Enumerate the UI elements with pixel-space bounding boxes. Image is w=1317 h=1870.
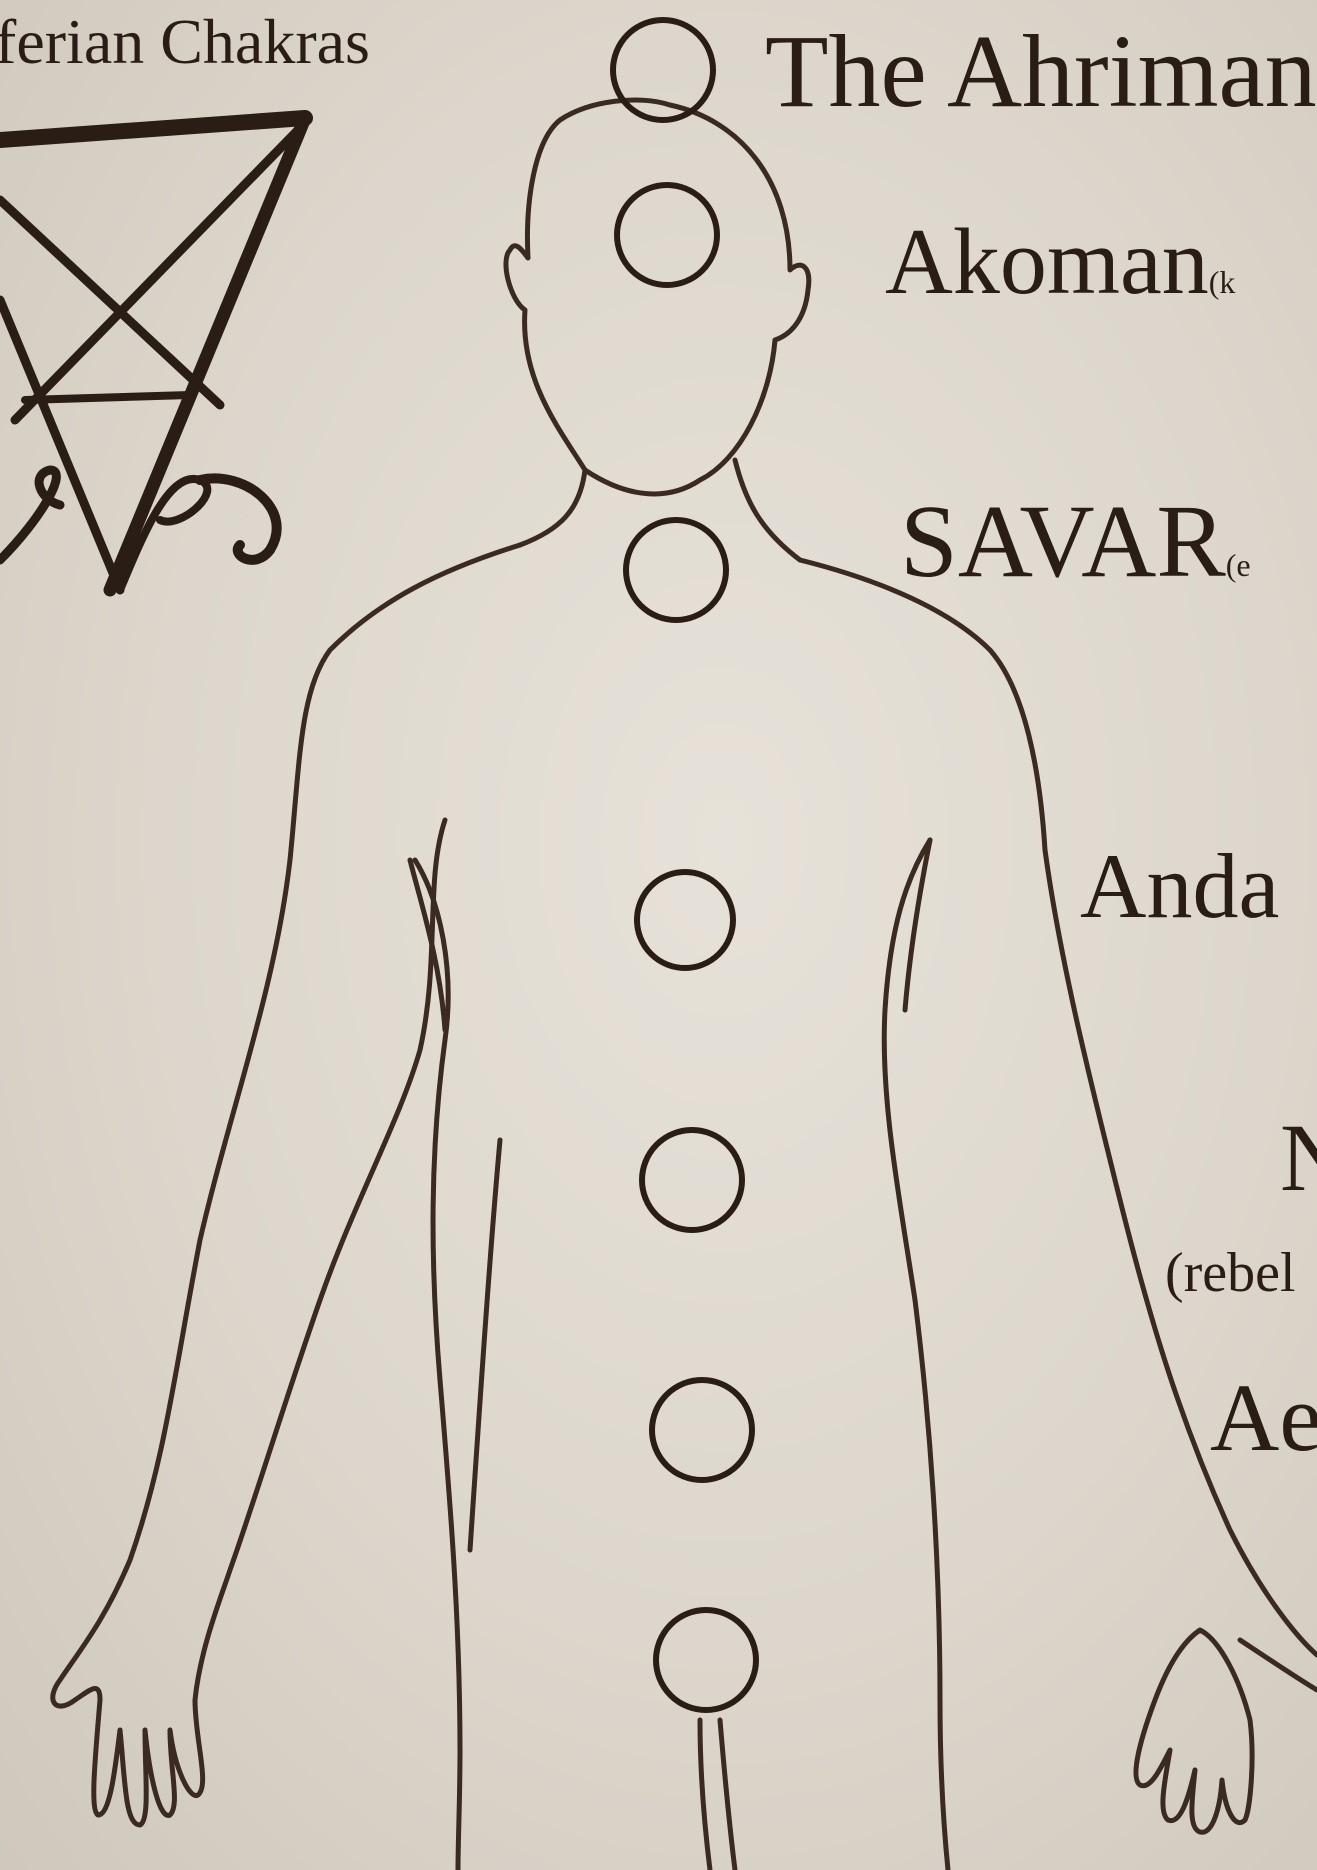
- left-header-title: ferian Chakras: [0, 10, 370, 74]
- chakra-root: [656, 1610, 756, 1710]
- label-savar-text: SAVAR: [900, 484, 1226, 599]
- label-savar-suffix: (e: [1226, 547, 1251, 583]
- chakra-solar: [642, 1130, 742, 1230]
- label-savar: SAVAR(e: [900, 490, 1251, 594]
- head-outline: [506, 100, 809, 494]
- chakra-sacral: [652, 1380, 752, 1480]
- label-akoman: Akoman(k: [885, 215, 1235, 309]
- chakra-throat: [626, 520, 726, 620]
- label-anda: Anda: [1080, 840, 1279, 932]
- label-n-fragment: N: [1280, 1110, 1317, 1206]
- label-akoman-suffix: (k: [1209, 264, 1236, 300]
- chakra-heart: [637, 872, 733, 968]
- label-rebel: (rebel: [1165, 1245, 1296, 1301]
- label-ae: Ae: [1210, 1370, 1317, 1466]
- right-arm-outline: [800, 560, 1317, 1655]
- right-header-title: The Ahriman: [765, 20, 1317, 124]
- chakra-brow: [617, 185, 717, 285]
- left-arm-outline: [53, 545, 520, 1825]
- label-akoman-text: Akoman: [885, 210, 1209, 314]
